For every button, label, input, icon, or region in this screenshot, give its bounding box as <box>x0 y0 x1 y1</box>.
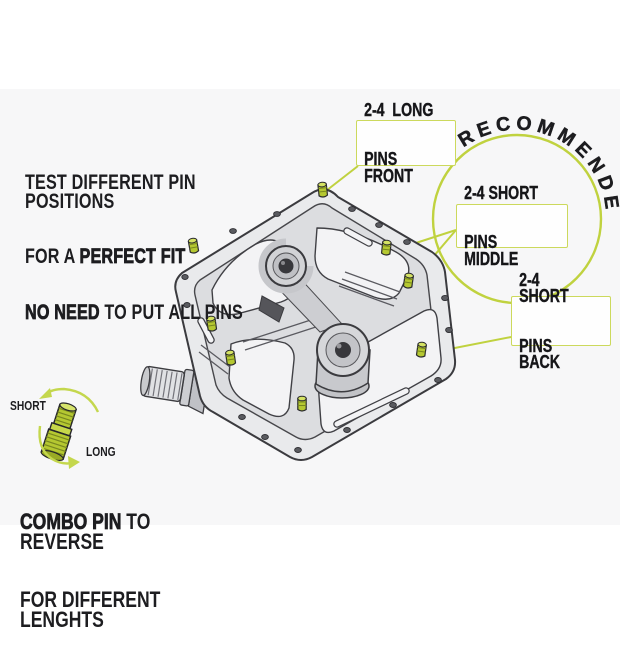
callout-front-pins: 2-4 LONG PINS FRONT <box>356 101 456 185</box>
pin-hole <box>445 326 453 334</box>
headline-line2: FOR A PERFECT FIT <box>25 245 287 268</box>
combo-pin-long-label: LONG <box>86 445 116 459</box>
upper-hub-highlight <box>281 261 285 265</box>
pedal-spindle <box>140 365 211 415</box>
callout-line: 2-4 SHORT <box>464 182 539 203</box>
pin-hole <box>441 294 449 302</box>
traction-pin <box>297 395 307 412</box>
headline-line3: NO NEED TO PUT ALL PINS <box>25 300 287 324</box>
callout-line: 2-4 SHORT <box>519 269 569 306</box>
callout-line: 2-4 LONG <box>364 99 434 120</box>
combo-pin <box>40 402 78 462</box>
combo-caption-line2: FOR DIFFERENT LENGHTS <box>20 587 166 632</box>
callout-middle-text: 2-4 SHORT PINS MIDDLE <box>457 152 544 301</box>
pedal-illustration <box>140 181 457 461</box>
rotation-arrow-bottom-head-icon <box>68 456 80 469</box>
cutout-lower-left <box>228 338 295 418</box>
callout-middle-pins: 2-4 SHORT PINS MIDDLE <box>456 184 568 268</box>
pin-hole <box>403 239 411 245</box>
spindle-threads <box>147 368 183 401</box>
traction-pin-front <box>317 181 329 199</box>
combo-caption-heavy: COMBO PIN <box>20 509 127 534</box>
headline-line2-heavy: PERFECT FIT <box>79 245 186 268</box>
callout-back-text: 2-4 SHORT PINS BACK <box>512 239 589 404</box>
callout-line: PINS MIDDLE <box>464 232 519 269</box>
callout-back-pins: 2-4 SHORT PINS BACK <box>511 270 611 371</box>
combo-pin-top-face <box>59 402 77 412</box>
traction-pin-back <box>415 341 428 359</box>
pin-hole <box>343 427 351 433</box>
pin-hole <box>434 377 442 383</box>
pin-hole <box>375 222 383 228</box>
traction-pin-middle <box>380 239 392 257</box>
headline-line2-normal: FOR A <box>25 245 80 268</box>
rotation-arrow-top-head-icon <box>39 388 52 399</box>
callout-front-text: 2-4 LONG PINS FRONT <box>357 69 434 218</box>
traction-pin <box>224 349 237 367</box>
headline-text: TEST DIFFERENT PIN POSITIONS FOR A PERFE… <box>25 137 287 341</box>
combo-pin-caption: COMBO PIN TO REVERSE FOR DIFFERENT LENGH… <box>20 473 231 649</box>
pin-hole <box>183 302 191 308</box>
pin-hole <box>389 402 397 408</box>
headline-line3-normal: TO PUT ALL PINS <box>104 300 243 324</box>
combo-caption-normal: TO REVERSE <box>20 509 156 554</box>
cylinder-highlight <box>336 343 342 349</box>
callout-line: PINS BACK <box>519 335 561 372</box>
headline-line1: TEST DIFFERENT PIN POSITIONS <box>25 171 201 213</box>
pin-hole <box>348 206 356 212</box>
pin-hole <box>238 414 246 420</box>
traction-pin-middle <box>402 272 415 290</box>
pin-hole <box>181 274 189 280</box>
pin-holes <box>181 206 453 453</box>
pin-hole <box>294 447 302 453</box>
illustration-scene: RECOMMENDED <box>0 0 619 469</box>
hub-slot <box>258 295 285 323</box>
spindle-end-cap <box>140 366 151 397</box>
pin-hole <box>261 434 269 440</box>
combo-pin-illustration <box>38 387 100 469</box>
traction-grooves <box>198 271 401 375</box>
combo-pin-threads-short <box>54 407 76 426</box>
callout-line: PINS FRONT <box>364 149 413 186</box>
combo-pin-short-label: SHORT <box>10 399 46 413</box>
combo-pin-threads-long <box>42 432 70 456</box>
hub-yoke-ring <box>258 238 314 294</box>
pin-hole <box>273 211 281 217</box>
headline-line3-heavy: NO NEED <box>25 300 105 324</box>
combo-caption-line1: COMBO PIN TO REVERSE <box>20 509 231 554</box>
rotation-arrow-bottom <box>38 425 73 465</box>
pedal-rim-slots <box>197 227 410 428</box>
pin-hole <box>229 228 237 234</box>
